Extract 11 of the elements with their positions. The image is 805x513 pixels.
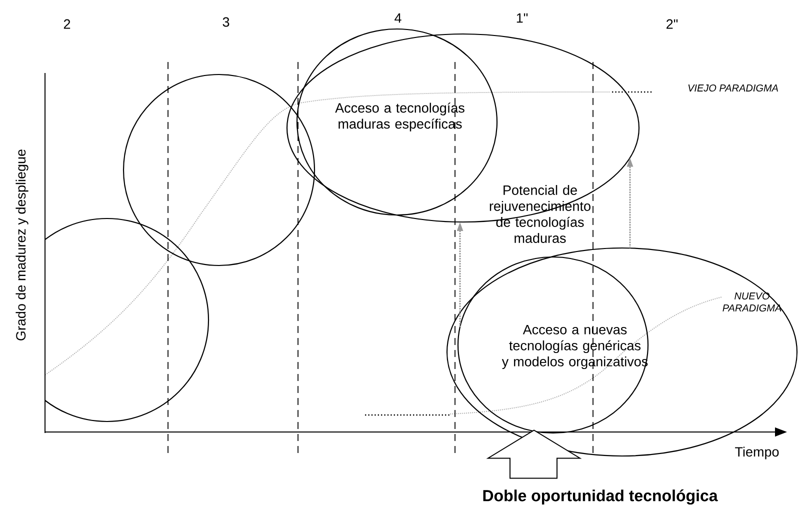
label: Grado de madurez y despliegue [16,150,28,340]
label: VIEJO PARADIGMA [688,84,778,92]
label: Tiempo [735,446,779,460]
label: 2 [64,19,70,29]
block-arrow [486,430,582,479]
label: 1" [516,13,528,23]
circle [122,74,316,266]
label: 2" [666,19,678,29]
label: NUEVO PARADIGMA [722,292,782,312]
label: 3 [222,17,230,27]
caption-text: Doble oportunidad tecnológica [483,489,718,505]
